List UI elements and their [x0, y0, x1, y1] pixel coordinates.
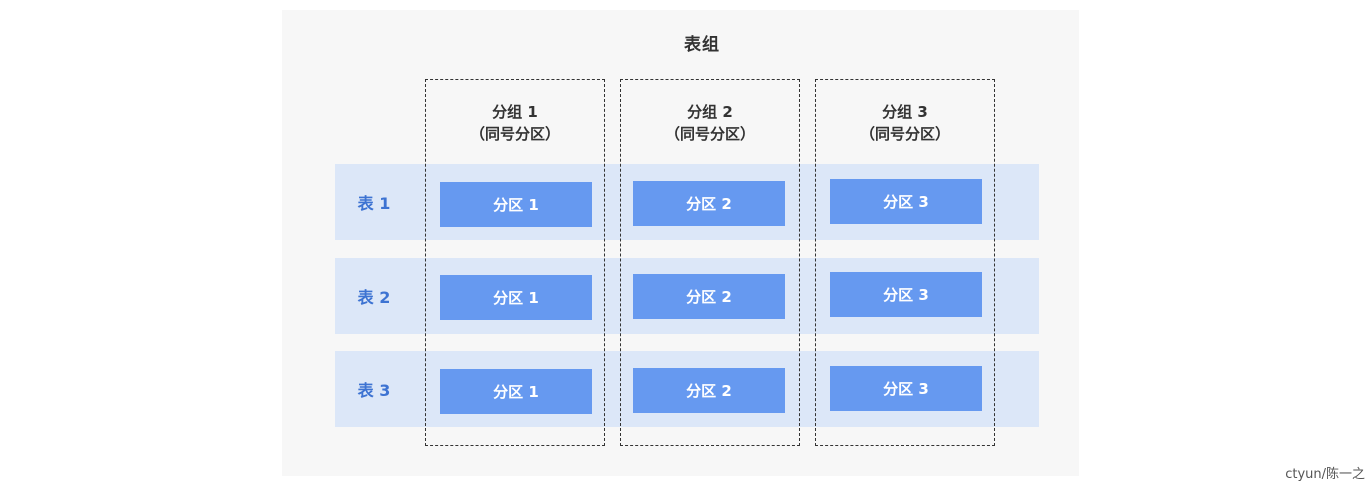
group-name: 分组 1 — [492, 103, 538, 121]
group-heading-3: 分组 3 （同号分区） — [815, 101, 995, 145]
group-name: 分组 3 — [882, 103, 928, 121]
partition-box: 分区 3 — [830, 366, 982, 411]
group-box-1 — [425, 79, 605, 446]
group-note: （同号分区） — [664, 125, 755, 143]
partition-box: 分区 3 — [830, 179, 982, 224]
diagram-title: 表组 — [684, 35, 720, 55]
table-label-3: 表 3 — [357, 381, 391, 400]
partition-box: 分区 1 — [440, 182, 592, 227]
table-label-1: 表 1 — [357, 194, 391, 213]
group-name: 分组 2 — [687, 103, 733, 121]
partition-box: 分区 2 — [633, 368, 785, 413]
partition-box: 分区 2 — [633, 274, 785, 319]
group-box-2 — [620, 79, 800, 446]
group-box-3 — [815, 79, 995, 446]
partition-box: 分区 1 — [440, 275, 592, 320]
partition-box: 分区 1 — [440, 369, 592, 414]
group-heading-1: 分组 1 （同号分区） — [425, 101, 605, 145]
group-note: （同号分区） — [469, 125, 560, 143]
group-note: （同号分区） — [859, 125, 950, 143]
table-label-2: 表 2 — [357, 288, 391, 307]
group-heading-2: 分组 2 （同号分区） — [620, 101, 800, 145]
partition-box: 分区 3 — [830, 272, 982, 317]
credit-watermark: ctyun/陈一之 — [1285, 467, 1365, 482]
partition-box: 分区 2 — [633, 181, 785, 226]
